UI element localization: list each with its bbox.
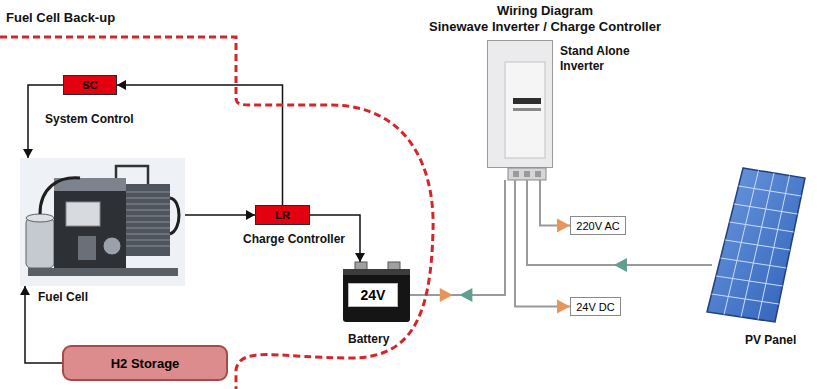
connector-arrow [410,180,505,302]
connector-arrow [540,180,570,233]
connector-line [185,214,255,216]
box-text: H2 Storage [111,356,180,371]
node-box: H2 Storage [62,345,228,381]
arrow-head [355,253,365,262]
connector-line [527,180,712,265]
display [513,98,541,104]
arrow-head [557,300,570,314]
plug [524,171,530,177]
arrow-head [23,149,33,158]
node-pv: PV Panel [712,165,805,348]
component [78,236,96,260]
inverter-case [488,41,553,168]
shape-pv [712,165,805,325]
node-label: Fuel Cell [38,290,88,305]
inverter-illustration [488,41,553,181]
node-box: SC System Control [45,75,134,127]
shape-box: LR [255,205,310,225]
fuel-cell-illustration [20,158,185,286]
battery-illustration [343,262,410,322]
battery-voltage: 24V [361,287,386,303]
terminal [388,262,400,270]
dashed-border [0,37,433,389]
shape-box: SC [63,75,117,95]
node-fuel: Fuel Cell [20,158,185,305]
pv-panel-illustration [707,168,805,322]
shape-box: 24V DC [570,297,621,316]
box-text: 24V DC [576,301,615,313]
pv-grid [712,171,802,320]
pipe [116,166,148,184]
tank [26,218,54,268]
arrow-head [557,219,570,233]
arrow-head [459,288,472,302]
fuel-cell-ground [20,158,185,286]
battery-label-plate: 24V [348,283,398,307]
connector-line [540,180,570,226]
region-outline [0,0,440,389]
plug [513,171,519,177]
region-heading: Fuel Cell Back-up [6,10,115,25]
node-label: Battery [348,332,389,347]
arrow-head [614,258,627,272]
display-line [513,108,541,111]
subtitle: Sinewave Inverter / Charge Controller [380,19,710,34]
connector-line [410,180,505,295]
arrow-head [117,80,126,90]
stack-plates [126,192,170,246]
node-label: System Control [45,112,134,127]
node-label: Stand Alone Inverter [560,44,638,74]
connector-line [515,180,570,307]
inverter-panel [505,62,545,158]
connector-arrow [117,80,283,205]
shape-box: H2 Storage [62,345,228,381]
connector-arrow [185,210,255,220]
shape-box: 220V AC [570,216,626,235]
terminal [355,262,367,270]
pipe [170,198,179,234]
shape-fuel [20,158,185,286]
connector-arrow [527,180,712,272]
node-label: Charge Controller [243,232,345,247]
arrow-head [20,286,30,295]
battery-rim [343,269,410,275]
node-label: PV Panel [745,333,796,348]
node-inverter: Stand Alone Inverter [487,40,638,180]
main-block [54,190,126,268]
plug-block [508,168,546,180]
connector-arrow [515,180,570,314]
battery-body [343,269,410,322]
node-box: 220V AC [570,216,626,235]
arrow-head [440,288,453,302]
node-battery: 24V Battery [343,262,410,347]
connector-line [117,85,283,205]
cell-stack [126,184,170,256]
plug [535,171,541,177]
node-box: LR Charge Controller [243,205,346,247]
box-text: LR [275,209,290,221]
shape-inverter [487,40,553,180]
plate [66,202,100,226]
shape-battery: 24V [343,262,410,322]
backup-region: Fuel Cell Back-upSC System ControlFuel Ce… [0,0,440,389]
pipe [40,178,80,214]
base [28,268,178,276]
tank-top [26,214,54,222]
box-text: SC [82,79,97,91]
diagram-title: Wiring Diagram [380,3,710,18]
valve [103,237,121,255]
arrow-head [246,210,255,220]
box-text: 220V AC [576,220,619,232]
pv-panel [707,168,805,322]
node-box: 24V DC [570,297,621,316]
